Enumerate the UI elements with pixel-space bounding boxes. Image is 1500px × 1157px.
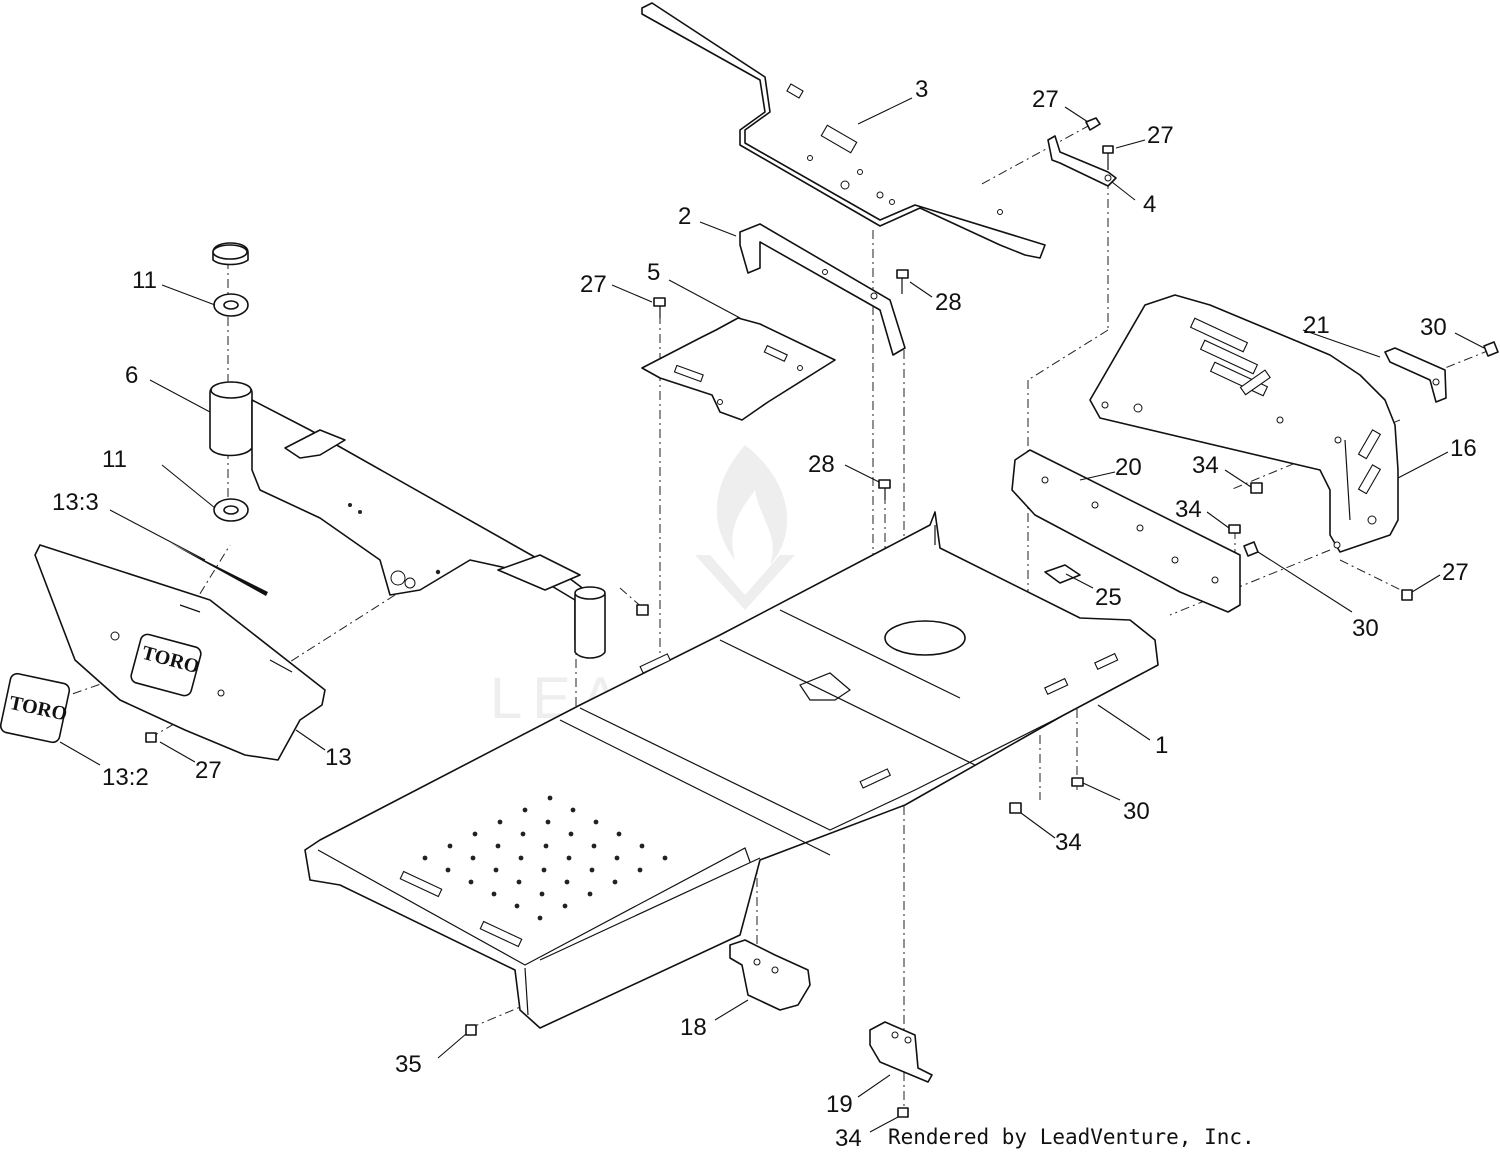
part-25-pad bbox=[1044, 564, 1081, 584]
leader-lines bbox=[59, 97, 1485, 1133]
part-4-small-bracket bbox=[1047, 135, 1117, 187]
callout-25: 25 bbox=[1095, 584, 1122, 611]
callout-2: 2 bbox=[678, 203, 691, 230]
callout-11-upper: 11 bbox=[132, 267, 157, 294]
part-18-bracket bbox=[729, 939, 811, 1011]
callout-34-mid: 34 bbox=[1175, 496, 1202, 523]
part-19-bracket bbox=[869, 1021, 933, 1083]
callout-13-3: 13:3 bbox=[52, 489, 99, 516]
part-20-seat-mount bbox=[1011, 449, 1241, 613]
callout-5: 5 bbox=[647, 259, 660, 286]
part-16-seat-pan bbox=[1089, 294, 1399, 553]
callout-20: 20 bbox=[1115, 454, 1142, 481]
callout-27-upper-right: 27 bbox=[1147, 122, 1174, 149]
floor-perforations bbox=[422, 795, 668, 921]
part-1-main-frame bbox=[304, 511, 1159, 1029]
callout-30-top: 30 bbox=[1420, 314, 1447, 341]
callout-28-lower: 28 bbox=[808, 451, 835, 478]
callout-4: 4 bbox=[1143, 191, 1156, 218]
callout-21: 21 bbox=[1303, 312, 1330, 339]
callout-27-right: 27 bbox=[1442, 559, 1469, 586]
callout-6: 6 bbox=[125, 362, 138, 389]
callout-3: 3 bbox=[915, 76, 928, 103]
part-2-bracket bbox=[739, 223, 906, 356]
part-13-front-plate: TORO bbox=[34, 544, 326, 761]
part-5-plate bbox=[641, 317, 836, 421]
callout-labels: 1 2 3 4 5 6 11 11 13 13:2 13:3 16 18 19 … bbox=[52, 76, 1477, 1152]
callout-27-top: 27 bbox=[1032, 86, 1059, 113]
part-21-seat-bracket bbox=[1384, 347, 1447, 403]
callout-30-mid: 30 bbox=[1352, 615, 1379, 642]
callout-30-bottom: 30 bbox=[1123, 798, 1150, 825]
callout-11-lower: 11 bbox=[102, 446, 127, 473]
callout-35: 35 bbox=[395, 1051, 422, 1078]
part-6-front-axle bbox=[209, 381, 606, 659]
hardware bbox=[145, 117, 1499, 1118]
callout-27-plate: 27 bbox=[580, 271, 607, 298]
callout-18: 18 bbox=[680, 1014, 707, 1041]
callout-13: 13 bbox=[325, 744, 352, 771]
part-11-lower-bearing bbox=[213, 498, 249, 522]
callout-27-front: 27 bbox=[195, 757, 222, 784]
part-13-3-label bbox=[170, 543, 268, 596]
dust-cap bbox=[212, 242, 249, 266]
part-3-console-plate bbox=[641, 2, 1046, 259]
callout-16: 16 bbox=[1450, 435, 1477, 462]
callout-1: 1 bbox=[1155, 732, 1168, 759]
credit-line: Rendered by LeadVenture, Inc. bbox=[888, 1125, 1255, 1149]
part-13-2-decal: TORO bbox=[0, 672, 71, 744]
part-11-upper-bearing bbox=[213, 293, 249, 317]
callout-13-2: 13:2 bbox=[102, 764, 149, 791]
callout-19: 19 bbox=[826, 1091, 853, 1118]
callout-34-upper: 34 bbox=[1192, 452, 1219, 479]
callout-34-bottom: 34 bbox=[835, 1125, 862, 1152]
callout-34-lower: 34 bbox=[1055, 829, 1082, 856]
callout-28-upper: 28 bbox=[935, 289, 962, 316]
